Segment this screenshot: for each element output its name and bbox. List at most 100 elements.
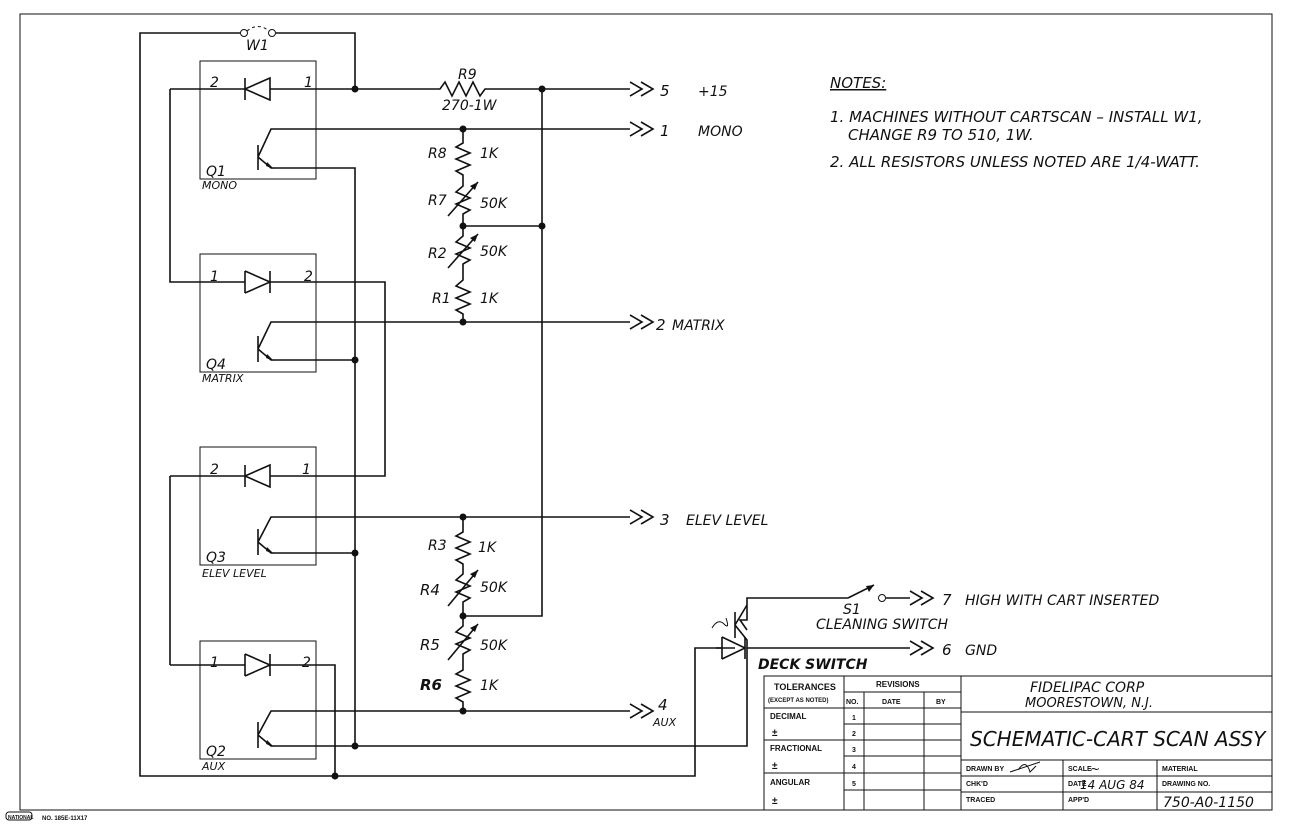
drawing-title: SCHEMATIC-CART SCAN ASSY	[970, 727, 1267, 751]
q1-name: MONO	[202, 179, 237, 192]
rev-date-label: DATE	[882, 699, 901, 706]
fractional-label: FRACTIONAL	[770, 744, 822, 753]
drawn-by-signature	[1009, 761, 1041, 773]
optocoupler-q2: 1 2 Q2 AUX	[139, 89, 748, 777]
revisions-label: REVISIONS	[876, 680, 920, 689]
c2-label: MATRIX	[672, 318, 725, 334]
r5-value: 50K	[480, 638, 509, 654]
decimal-label: DECIMAL	[770, 712, 807, 721]
scale-label: SCALE	[1068, 766, 1092, 773]
angular-label: ANGULAR	[770, 778, 810, 787]
q2-ref: Q2	[206, 744, 226, 760]
note-2: 2. ALL RESISTORS UNLESS NOTED ARE 1/4-WA…	[830, 153, 1200, 171]
r3-ref: R3	[428, 538, 447, 554]
rev-row-1: 1	[852, 715, 856, 722]
q2-pin-a: 1	[210, 655, 219, 671]
q2-pin-b: 2	[302, 655, 311, 671]
date-value: 14 AUG 84	[1080, 778, 1144, 792]
c1-label: MONO	[698, 124, 743, 140]
c5-label: +15	[698, 84, 728, 100]
r7-ref: R7	[428, 193, 447, 209]
sheet-border	[19, 13, 1273, 811]
r9-ref: R9	[458, 67, 477, 83]
appd-label: APP'D	[1068, 797, 1089, 804]
drawing-no: 750-A0-1150	[1163, 795, 1254, 811]
s1-name: CLEANING SWITCH	[816, 617, 949, 633]
rev-no-label: NO.	[846, 699, 859, 706]
c4-label: AUX	[652, 716, 677, 729]
w1-label: W1	[246, 38, 269, 54]
resistor-ladder-top: R8 1K R7 50K R2 50K R1 1K	[428, 129, 509, 322]
date-label: DATE	[1068, 781, 1087, 788]
drawn-by-label: DRAWN BY	[966, 766, 1004, 773]
q3-ref: Q3	[206, 550, 226, 566]
rev-row-5: 5	[852, 781, 856, 788]
r5-ref: R5	[420, 636, 440, 654]
q1-pin-b: 1	[304, 75, 313, 91]
q4-ref: Q4	[206, 357, 226, 373]
resistor-ladder-bottom: R3 1K R4 50K R5 50K R6 1K	[420, 517, 509, 711]
s1-ref: S1	[843, 602, 861, 618]
scale-value: ~	[1090, 762, 1100, 776]
q2-name: AUX	[201, 760, 226, 773]
note-1b: CHANGE R9 TO 510, 1W.	[848, 126, 1034, 144]
r9-value: 270-1W	[442, 98, 498, 114]
company-city: MOORESTOWN, N.J.	[1025, 696, 1153, 711]
c7-label: HIGH WITH CART INSERTED	[965, 593, 1160, 609]
decimal-pm: ±	[772, 728, 778, 739]
rev-row-4: 4	[852, 764, 856, 771]
r1-ref: R1	[432, 291, 451, 307]
rev-by-label: BY	[936, 699, 946, 706]
rev-row-3: 3	[852, 747, 856, 754]
notes-heading: NOTES:	[830, 74, 886, 92]
except-label: (EXCEPT AS NOTED)	[768, 698, 828, 704]
material-label: MATERIAL	[1162, 766, 1198, 773]
q4-pin-a: 1	[210, 269, 219, 285]
tolerances-label: TOLERANCES	[774, 682, 836, 692]
c5-pin: 5	[660, 82, 670, 100]
c6-label: GND	[965, 643, 997, 659]
footer-logo: NATIONAL	[8, 815, 33, 821]
title-block: TOLERANCES (EXCEPT AS NOTED) DECIMAL ± F…	[763, 675, 1273, 811]
q4-name: MATRIX	[202, 372, 244, 385]
optocoupler-q4: 1 2 Q4 MATRIX	[169, 89, 630, 477]
r8-ref: R8	[428, 146, 447, 162]
r2-value: 50K	[480, 244, 509, 260]
c3-label: ELEV LEVEL	[686, 513, 768, 529]
r7-value: 50K	[480, 196, 509, 212]
fractional-pm: ±	[772, 761, 778, 772]
r1-value: 1K	[480, 291, 500, 307]
resistor-r9: R9 270-1W	[355, 67, 630, 114]
optocoupler-q3: 2 1 Q3 ELEV LEVEL	[169, 360, 630, 665]
c1-pin: 1	[660, 122, 670, 140]
c4-pin: 4	[658, 696, 668, 714]
r8-value: 1K	[480, 146, 500, 162]
note-1a: 1. MACHINES WITHOUT CARTSCAN – INSTALL W…	[830, 108, 1203, 126]
r4-ref: R4	[420, 581, 440, 599]
c7-pin: 7	[942, 591, 952, 609]
r4-value: 50K	[480, 580, 509, 596]
q1-ref: Q1	[206, 164, 226, 180]
optocoupler-q1: 2 1 Q1 MONO	[170, 60, 630, 360]
c6-pin: 6	[942, 641, 952, 659]
company-name: FIDELIPAC CORP	[1030, 680, 1145, 696]
deck-switch-label: DECK SWITCH	[758, 657, 868, 673]
notes: NOTES: 1. MACHINES WITHOUT CARTSCAN – IN…	[830, 74, 1203, 171]
r3-value: 1K	[478, 540, 498, 556]
footer-form-no: NO. 185E-11X17	[42, 816, 88, 822]
drawing-no-label: DRAWING NO.	[1162, 781, 1210, 788]
chkd-label: CHK'D	[966, 781, 988, 788]
q3-pin-a: 2	[210, 462, 219, 478]
q3-pin-b: 1	[302, 462, 311, 478]
q1-pin-a: 2	[210, 75, 219, 91]
connectors: 5 +15 1 MONO 2 MATRIX 3 ELEV LEVEL 4 AUX…	[629, 81, 1160, 729]
r6-ref: R6	[420, 676, 442, 694]
traced-label: TRACED	[966, 797, 995, 804]
r2-ref: R2	[428, 246, 447, 262]
jumper-w1: W1	[139, 26, 356, 89]
c2-pin: 2	[656, 316, 666, 334]
rev-row-2: 2	[852, 731, 856, 738]
sheet-footer: NATIONAL NO. 185E-11X17	[5, 811, 88, 822]
r6-value: 1K	[480, 678, 500, 694]
